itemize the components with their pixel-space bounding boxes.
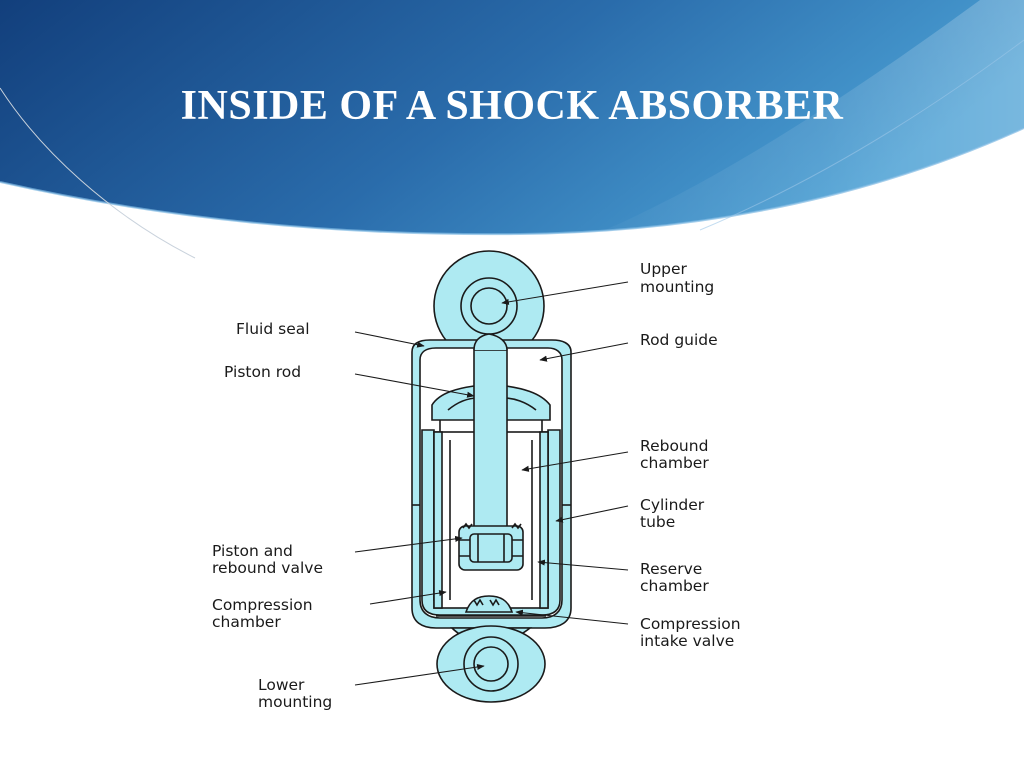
leader-lower-mounting: [354, 663, 485, 686]
header-sheen: [520, 0, 1024, 232]
lower-mounting-eye: [436, 625, 546, 703]
label-upper-mounting-line1: Upper: [640, 260, 688, 278]
label-upper-mounting-line2: mounting: [640, 278, 714, 296]
piston-rod: [473, 349, 508, 529]
label-compression-chamber-line2: chamber: [212, 613, 281, 631]
intake-valve-springs: [473, 598, 500, 607]
leader-cylinder-tube: [555, 505, 629, 523]
piston-springs: [462, 522, 522, 530]
piston-valve-detail: [459, 534, 523, 562]
label-intake-valve-line2: intake valve: [640, 632, 734, 650]
decor-swoosh-line-right: [699, 39, 1024, 231]
leader-rebound-chamber: [521, 451, 629, 472]
upper-mounting-ring-inner: [470, 287, 508, 325]
label-compression-chamber-line1: Compression: [212, 596, 313, 614]
lower-mounting-ring-outer: [463, 636, 519, 692]
label-piston-valve-line2: rebound valve: [212, 559, 323, 577]
label-fluid-seal: Fluid seal: [236, 320, 310, 338]
compression-intake-valve: [464, 595, 514, 613]
label-cylinder-tube-line2: tube: [640, 513, 675, 531]
cylinder-wall-right: [539, 431, 549, 609]
leader-piston-rod: [354, 373, 475, 398]
label-piston-valve-line1: Piston and: [212, 542, 293, 560]
label-piston-rod: Piston rod: [224, 363, 301, 381]
leader-fluid-seal: [354, 331, 425, 348]
piston-body: [469, 533, 513, 563]
label-rod-guide: Rod guide: [640, 331, 718, 349]
header-edge-highlight: [0, 127, 1024, 236]
leader-upper-mounting: [501, 281, 629, 305]
label-reserve-chamber-line1: Reserve: [640, 560, 702, 578]
label-reserve-chamber-line2: chamber: [640, 577, 709, 595]
piston-rod-neck: [473, 333, 508, 351]
leader-piston-valve: [354, 535, 463, 553]
label-lower-mounting-line2: mounting: [258, 693, 332, 711]
slide-title: INSIDE OF A SHOCK ABSORBER: [180, 83, 844, 129]
cylinder-inner-lines: [449, 440, 533, 600]
leader-rod-guide: [539, 342, 629, 362]
label-intake-valve-line1: Compression: [640, 615, 741, 633]
leader-intake-valve: [515, 609, 629, 625]
leader-compression-chamber: [369, 590, 447, 605]
leader-reserve-chamber: [537, 559, 629, 571]
cylinder-wall-left: [433, 431, 443, 609]
label-rebound-chamber-line2: chamber: [640, 454, 709, 472]
label-lower-mounting-line1: Lower: [258, 676, 305, 694]
label-cylinder-tube-line1: Cylinder: [640, 496, 705, 514]
lower-mounting-ring-inner: [473, 646, 509, 682]
label-rebound-chamber-line1: Rebound: [640, 437, 708, 455]
decor-swoosh-line: [0, 87, 196, 259]
rod-guide-lines: [439, 397, 543, 432]
